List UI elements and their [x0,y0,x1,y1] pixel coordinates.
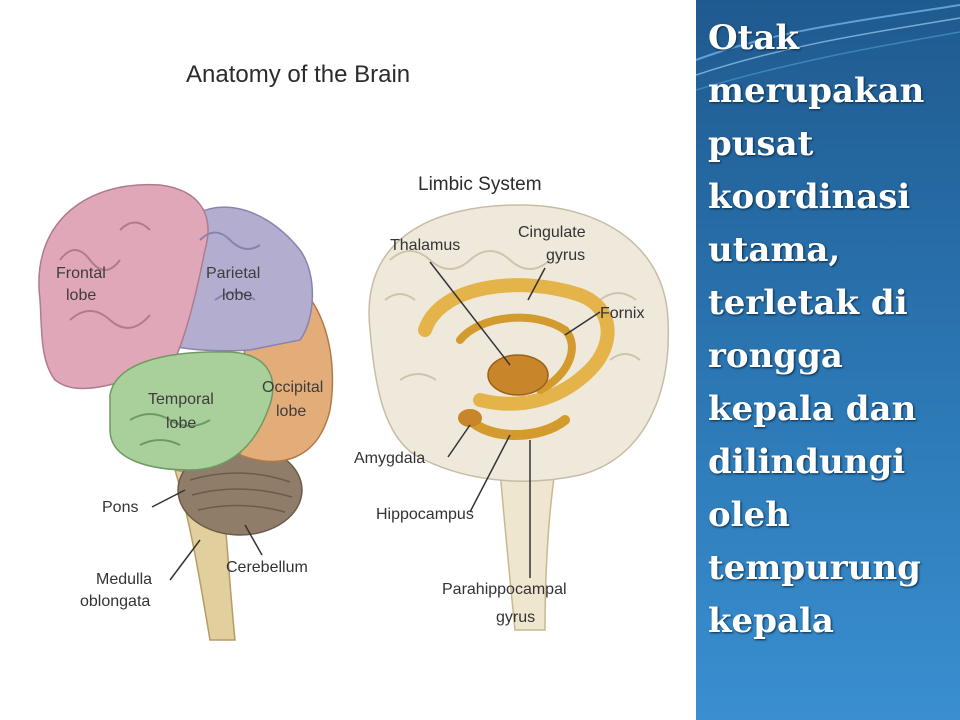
cingulate-label-2: gyrus [546,247,585,264]
fornix-label: Fornix [600,305,644,322]
frontal-lobe-region [38,183,209,390]
brain-anatomy-illustration: Anatomy of the Brain Limbic System Front… [38,61,670,641]
figure-title: Anatomy of the Brain [186,61,410,88]
parahippocampal-label-1: Parahippocampal [442,581,567,598]
thalamus-label: Thalamus [390,237,460,254]
slide-body-text: Otak merupakan pusat koordinasi utama, t… [708,18,925,641]
medulla-label-1: Medulla [96,571,152,588]
temporal-label-2: lobe [166,415,196,432]
temporal-label-1: Temporal [148,391,214,408]
frontal-label-2: lobe [66,287,96,304]
parietal-label-2: lobe [222,287,252,304]
pons-label: Pons [102,499,138,516]
thalamus-region [487,354,549,396]
parahippocampal-label-2: gyrus [496,609,535,626]
frontal-label-1: Frontal [56,265,106,282]
cerebellum-label: Cerebellum [226,559,308,576]
medulla-label-2: oblongata [80,593,150,610]
brain-figure: Anatomy of the Brain Limbic System Front… [38,61,670,641]
fornix-region [456,313,576,394]
cingulate-gyrus-region [418,278,615,411]
parietal-label-1: Parietal [206,265,260,282]
limbic-brain: Thalamus Cingulate gyrus Fornix Amygdala… [354,204,670,631]
amygdala-label: Amygdala [354,450,425,467]
decorative-swoosh [696,4,960,91]
hippocampus-region [465,415,570,440]
cingulate-label-1: Cingulate [518,224,586,241]
figure-subtitle: Limbic System [418,174,542,195]
lateral-brain: Frontal lobe Parietal lobe Temporal lobe… [38,183,334,641]
limbic-brain-outline [368,204,670,482]
occipital-label-1: Occipital [262,379,323,396]
slide-text-panel: Otak merupakan pusat koordinasi utama, t… [696,0,960,720]
occipital-label-2: lobe [276,403,306,420]
hippocampus-label: Hippocampus [376,506,474,523]
amygdala-region [458,409,482,427]
